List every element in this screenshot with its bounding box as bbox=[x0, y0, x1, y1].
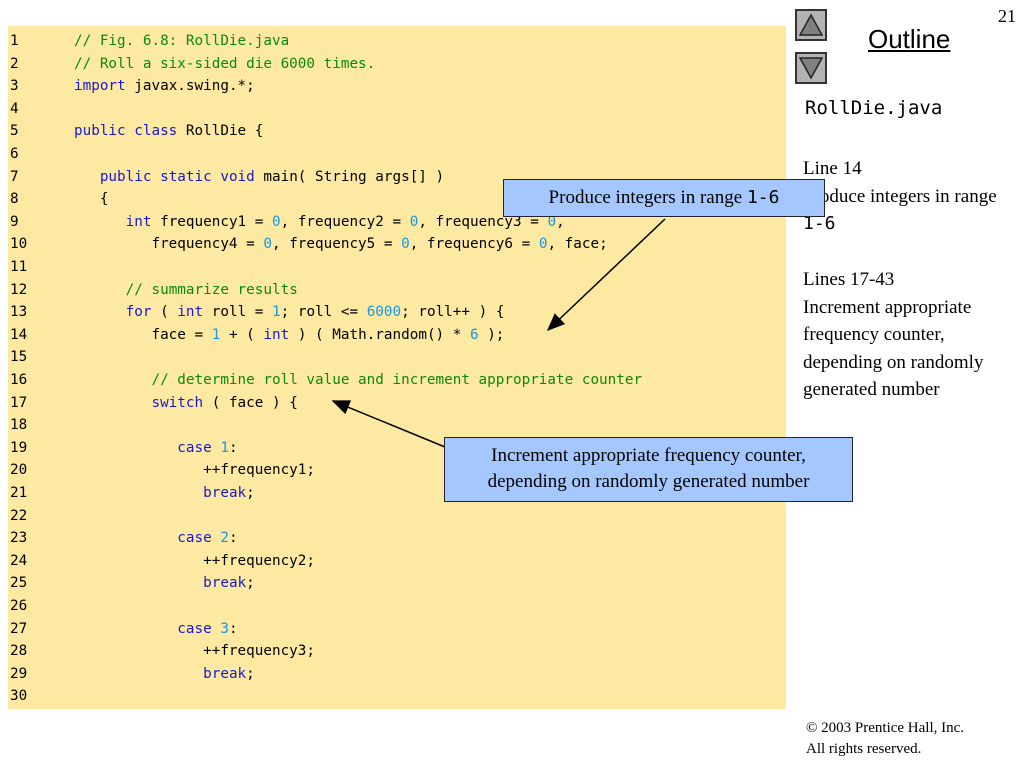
code-text: ++frequency3; bbox=[74, 643, 316, 660]
line-number: 16 bbox=[10, 372, 28, 388]
line-number: 22 bbox=[10, 507, 28, 524]
triangle-up-icon bbox=[799, 13, 823, 36]
code-text: { bbox=[74, 191, 109, 208]
callout-produce-integers: Produce integers in range 1-6 bbox=[503, 179, 825, 217]
line-number: 12 bbox=[10, 281, 28, 298]
line-number: 14 bbox=[10, 326, 28, 343]
line-number: 2 bbox=[10, 55, 19, 72]
next-slide-button[interactable] bbox=[795, 52, 827, 84]
line-number: 26 bbox=[10, 598, 28, 614]
line-number: 11 bbox=[10, 259, 28, 275]
file-name: RollDie.java bbox=[805, 97, 943, 119]
code-text: int frequency1 = 0, frequency2 = 0, freq… bbox=[125, 213, 565, 230]
code-text: // Fig. 6.8: RollDie.java bbox=[74, 33, 290, 49]
line-number: 20 bbox=[10, 462, 28, 479]
note-lines-17-43: Lines 17-43 Increment appropriate freque… bbox=[803, 266, 1018, 404]
code-text: case 1: bbox=[177, 439, 238, 456]
outline-link[interactable]: Outline bbox=[868, 24, 951, 54]
code-text: // determine roll value and increment ap… bbox=[151, 372, 643, 388]
line-number: 13 bbox=[10, 304, 28, 321]
code-text: switch ( face ) { bbox=[151, 394, 298, 411]
code-text: break; bbox=[203, 665, 255, 682]
page-number: 21 bbox=[998, 6, 1016, 26]
code-panel: 1 // Fig. 6.8: RollDie.java 2 // Roll a six… bbox=[8, 26, 786, 709]
previous-slide-button[interactable] bbox=[795, 9, 827, 41]
line-number: 3 bbox=[10, 78, 19, 95]
code-text: ++frequency1; bbox=[74, 462, 316, 479]
line-number: 23 bbox=[10, 530, 28, 547]
code-text: face = 1 + ( int ) ( Math.random() * 6 )… bbox=[74, 326, 505, 343]
callout-increment-counter: Increment appropriate frequency counter,… bbox=[444, 437, 853, 502]
note-body: Increment appropriate frequency counter,… bbox=[803, 296, 984, 401]
line-number: 8 bbox=[10, 191, 19, 208]
code-text: case 2: bbox=[177, 530, 238, 547]
code-text: public static void main( String args[] ) bbox=[99, 168, 445, 185]
code-text: public class RollDie { bbox=[74, 123, 264, 140]
line-number: 15 bbox=[10, 349, 28, 366]
triangle-down-icon bbox=[799, 57, 823, 80]
line-number: 5 bbox=[10, 123, 19, 140]
arrow-to-line-14 bbox=[546, 218, 666, 332]
code-text: frequency4 = 0, frequency5 = 0, frequenc… bbox=[74, 236, 608, 253]
arrow-to-line-17 bbox=[331, 400, 446, 448]
code-text: for ( int roll = 1; roll <= 6000; roll++… bbox=[125, 304, 505, 321]
line-number: 9 bbox=[10, 213, 19, 230]
line-number: 30 bbox=[10, 688, 28, 705]
line-number: 24 bbox=[10, 552, 28, 569]
code-text: case 3: bbox=[177, 620, 238, 637]
line-number: 4 bbox=[10, 100, 19, 117]
line-number: 29 bbox=[10, 665, 28, 682]
code-text: break; bbox=[203, 485, 255, 501]
note-title: Line 14 bbox=[803, 158, 862, 179]
note-line-14: Line 14 Produce integers in range 1-6 bbox=[803, 155, 1018, 238]
line-number: 6 bbox=[10, 146, 19, 162]
copyright-footer: © 2003 Prentice Hall, Inc. All rights re… bbox=[806, 720, 965, 757]
line-number: 7 bbox=[10, 168, 19, 185]
note-body: Produce integers in range 1-6 bbox=[803, 185, 997, 235]
line-number: 18 bbox=[10, 417, 28, 434]
code-text: break; bbox=[203, 575, 255, 592]
line-number: 1 bbox=[10, 33, 19, 49]
line-number: 25 bbox=[10, 575, 28, 592]
line-number: 28 bbox=[10, 643, 28, 660]
line-number: 10 bbox=[10, 236, 28, 253]
code-text: // Roll a six-sided die 6000 times. bbox=[74, 55, 376, 72]
note-title: Lines 17-43 bbox=[803, 269, 895, 290]
line-number: 19 bbox=[10, 439, 28, 456]
code-text: ++frequency2; bbox=[74, 552, 316, 569]
line-number: 21 bbox=[10, 485, 28, 501]
line-number: 17 bbox=[10, 394, 28, 411]
line-number: 27 bbox=[10, 620, 28, 637]
code-text: // summarize results bbox=[125, 281, 298, 298]
code-text: import javax.swing.*; bbox=[74, 78, 255, 95]
